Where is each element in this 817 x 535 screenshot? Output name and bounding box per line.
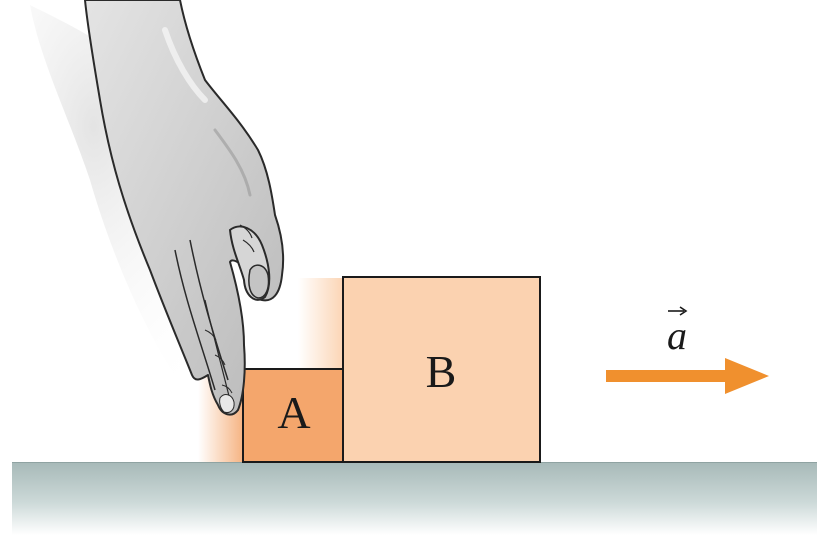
block-b-label: B — [426, 346, 457, 397]
block-b — [342, 276, 541, 463]
acceleration-label: a — [667, 306, 688, 358]
acceleration-arrow — [606, 358, 769, 394]
block-b-motion-glow — [298, 278, 346, 370]
floor-surface — [12, 462, 817, 535]
block-a — [242, 368, 344, 463]
block-a-label: A — [277, 387, 310, 438]
hand-pushing-icon — [84, 0, 285, 416]
acceleration-symbol: a — [667, 313, 687, 358]
